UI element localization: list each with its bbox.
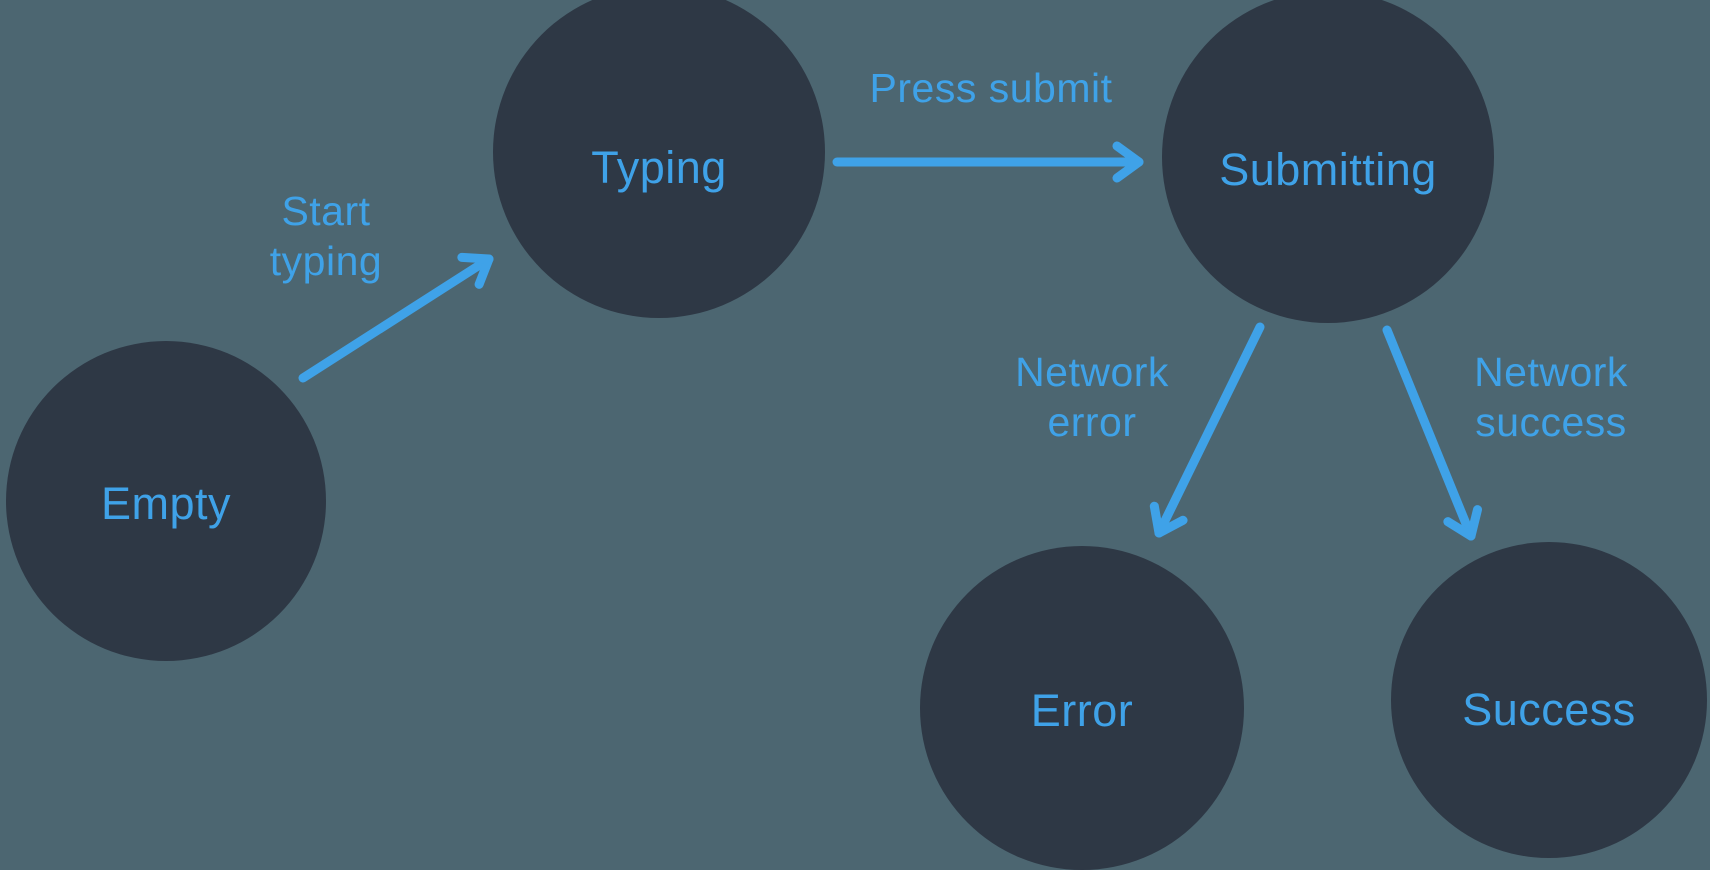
- state-label-success: Success: [1462, 684, 1636, 735]
- state-node-success: Success: [1391, 542, 1707, 858]
- state-node-empty: Empty: [6, 341, 326, 661]
- state-node-submitting: Submitting: [1162, 0, 1494, 323]
- arrow-submitting-to-error: [1149, 322, 1265, 538]
- state-node-error: Error: [920, 546, 1244, 870]
- state-label-submitting: Submitting: [1219, 144, 1437, 195]
- state-label-typing: Typing: [591, 142, 727, 193]
- state-label-empty: Empty: [100, 478, 232, 529]
- state-label-error: Error: [1030, 685, 1134, 736]
- edge-label-network-success: Network success: [1474, 349, 1628, 445]
- edge-label-start-typing: Start typing: [269, 188, 383, 284]
- edge-label-press-submit: Press submit: [869, 65, 1113, 111]
- state-node-typing: Typing: [493, 0, 825, 318]
- edge-label-network-error: Network error: [1015, 349, 1169, 445]
- arrow-empty-to-typing: [298, 252, 494, 383]
- arrow-submitting-to-success: [1382, 325, 1483, 541]
